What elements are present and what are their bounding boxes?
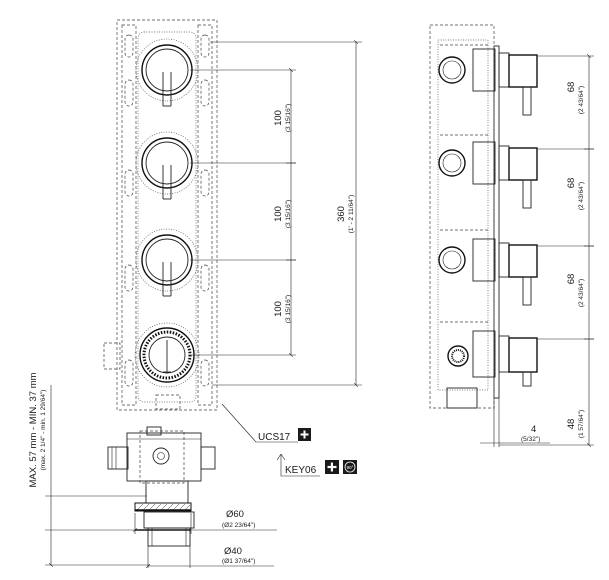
side-view: 68 (2 43/64") 68 (2 43/64") 68 (2 43/64"… — [429, 24, 594, 447]
plus-icon — [298, 428, 311, 441]
side-3-inch: (2 43/64") — [578, 279, 585, 307]
frame-left-rail — [121, 24, 137, 406]
side-body — [437, 39, 489, 391]
side-valve-2 — [438, 134, 538, 209]
depth-inch: (max. 2 1/4" - min. 1 29/64") — [40, 390, 47, 471]
spacing-1-inch: (3 15/16") — [285, 104, 292, 132]
section-hidden-outline — [139, 430, 185, 484]
bottom-section-view: MAX. 57 mm - MIN. 37 mm (max. 2 1/4" - m… — [28, 372, 357, 568]
depth-mm: MAX. 57 mm - MIN. 37 mm — [28, 372, 39, 487]
section-stem — [145, 480, 189, 504]
handle-3 — [135, 228, 199, 297]
section-cap — [143, 511, 195, 547]
section-right-port — [200, 446, 216, 470]
body-inch: (Ø1 37/64") — [222, 558, 255, 565]
spacing-2-inch: (3 15/16") — [285, 200, 292, 228]
side-1-inch: (2 43/64") — [578, 86, 585, 114]
side-thermostat — [440, 321, 538, 409]
handle-2 — [135, 131, 199, 200]
section-port — [152, 447, 170, 465]
side-1-mm: 68 — [566, 82, 577, 93]
plate-mm: 4 — [531, 424, 536, 435]
section-left-port — [107, 446, 129, 470]
side-inlet — [103, 342, 121, 370]
spacing-2-mm: 100 — [273, 206, 284, 222]
plate-dimension: 4 (5/32") — [480, 398, 550, 447]
plus-icon — [325, 460, 339, 474]
key-label: KEY06 — [285, 465, 317, 476]
flange-mm: Ø60 — [226, 509, 244, 520]
angle-badge: 90° — [347, 465, 354, 470]
frame-slots — [124, 34, 210, 387]
side-bottom-inch: (1 57/64") — [578, 410, 585, 438]
side-2-inch: (2 43/64") — [578, 182, 585, 210]
spacing-3-mm: 100 — [273, 301, 284, 317]
rotation-90-icon: 90° — [343, 460, 357, 474]
section-top-boss — [146, 426, 162, 436]
side-3-mm: 68 — [566, 274, 577, 285]
valve-body — [137, 31, 197, 403]
side-bottom-mm: 48 — [566, 419, 577, 430]
overall-inch: (1' - 2 11/64") — [348, 195, 355, 233]
side-dimensions: 68 (2 43/64") 68 (2 43/64") 68 (2 43/64"… — [499, 56, 594, 445]
side-box — [429, 24, 495, 409]
section-body — [126, 432, 202, 482]
side-2-mm: 68 — [566, 178, 577, 189]
flange-dimension: Ø60 (Ø2 23/64") — [135, 509, 277, 534]
spacing-3-inch: (3 15/16") — [285, 295, 292, 323]
plate-inch: (5/32") — [521, 436, 540, 443]
body-dimension: Ø40 (Ø1 37/64") — [148, 546, 274, 568]
ucs-label: UCS17 — [258, 432, 291, 443]
handle-1 — [135, 38, 199, 107]
body-mm: Ø40 — [224, 546, 242, 557]
bottom-outlet — [155, 394, 181, 410]
thermostatic-handle — [134, 322, 200, 388]
side-valve-3 — [438, 229, 538, 306]
section-flange — [134, 502, 192, 531]
key-callout: KEY06 — [276, 453, 320, 477]
overall-mm: 360 — [336, 206, 347, 222]
spacing-dimensions: 100 (3 15/16") 100 (3 15/16") 100 (3 15/… — [190, 70, 296, 355]
spacing-1-mm: 100 — [273, 110, 284, 126]
overall-dimension: 360 (1' - 2 11/64") — [210, 42, 362, 385]
flange-inch: (Ø2 23/64") — [222, 522, 255, 529]
side-valve-1 — [438, 44, 538, 116]
mounting-frame — [116, 19, 218, 411]
ucs-callout: UCS17 — [221, 403, 298, 443]
depth-dimension: MAX. 57 mm - MIN. 37 mm (max. 2 1/4" - m… — [28, 372, 150, 565]
frame-right-rail — [197, 24, 213, 406]
front-view: 100 (3 15/16") 100 (3 15/16") 100 (3 15/… — [103, 19, 362, 443]
